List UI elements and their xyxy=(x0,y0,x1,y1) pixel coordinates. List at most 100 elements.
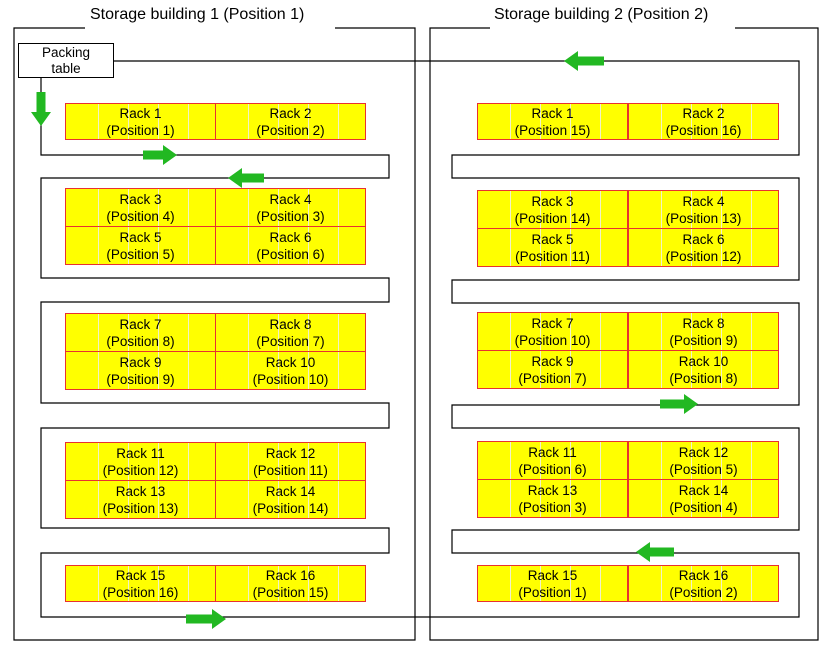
rack-b2-2: Rack 2(Position 16) xyxy=(628,103,779,140)
rack-stripe xyxy=(128,566,129,601)
rack-stripe xyxy=(600,351,601,388)
rack-stripe xyxy=(570,351,571,388)
rack-position: (Position 9) xyxy=(106,371,175,387)
rack-stripe xyxy=(158,481,159,518)
rack-stripe xyxy=(278,314,279,351)
rack-b1-3: Rack 3(Position 4) xyxy=(65,188,216,227)
rack-label: Rack 2 xyxy=(269,105,312,121)
rack-label: Rack 1 xyxy=(531,105,574,121)
rack-position: (Position 5) xyxy=(106,246,175,262)
rack-stripe xyxy=(98,481,99,518)
rack-position: (Position 8) xyxy=(106,333,175,349)
rack-stripe xyxy=(248,227,249,264)
rack-stripe xyxy=(188,227,189,264)
rack-position: (Position 11) xyxy=(253,462,328,478)
rack-label: Rack 5 xyxy=(119,229,162,245)
rack-position: (Position 5) xyxy=(669,461,738,477)
rack-position: (Position 13) xyxy=(102,500,179,516)
rack-stripe xyxy=(338,481,339,518)
building-1-title: Storage building 1 (Position 1) xyxy=(90,6,305,23)
rack-stripe xyxy=(600,566,601,601)
rack-position: (Position 13) xyxy=(665,210,742,226)
rack-stripe xyxy=(308,314,309,351)
rack-label: Rack 10 xyxy=(678,353,729,369)
rack-stripe xyxy=(691,442,692,479)
rack-stripe xyxy=(721,442,722,479)
rack-stripe xyxy=(540,104,541,139)
rack-stripe xyxy=(661,104,662,139)
building-2-wall xyxy=(429,27,819,641)
rack-stripe xyxy=(338,314,339,351)
rack-stripe xyxy=(248,481,249,518)
rack-stripe xyxy=(540,480,541,517)
rack-b1-10: Rack 10(Position 10) xyxy=(215,351,366,390)
rack-stripe xyxy=(158,443,159,480)
rack-position: (Position 4) xyxy=(669,499,738,515)
rack-b1-8: Rack 8(Position 7) xyxy=(215,313,366,352)
rack-position: (Position 16) xyxy=(665,122,742,138)
rack-stripe xyxy=(540,191,541,228)
rack-b1-5: Rack 5(Position 5) xyxy=(65,226,216,265)
rack-stripe xyxy=(278,443,279,480)
rack-b2-9: Rack 9(Position 7) xyxy=(477,350,628,389)
rack-position: (Position 8) xyxy=(669,370,738,386)
rack-stripe xyxy=(188,481,189,518)
rack-position: (Position 3) xyxy=(256,208,325,224)
building-1-wall xyxy=(13,27,416,641)
rack-stripe xyxy=(248,443,249,480)
rack-b2-1: Rack 1(Position 15) xyxy=(477,103,628,140)
rack-stripe xyxy=(721,229,722,266)
rack-label: Rack 1 xyxy=(119,105,162,121)
rack-stripe xyxy=(661,442,662,479)
rack-stripe xyxy=(308,443,309,480)
rack-stripe xyxy=(128,443,129,480)
rack-stripe xyxy=(188,314,189,351)
rack-label: Rack 8 xyxy=(682,315,725,331)
rack-label: Rack 16 xyxy=(265,567,316,583)
rack-stripe xyxy=(158,104,159,139)
rack-stripe xyxy=(691,104,692,139)
rack-label: Rack 7 xyxy=(119,316,162,332)
rack-label: Rack 6 xyxy=(269,229,312,245)
rack-stripe xyxy=(661,351,662,388)
rack-stripe xyxy=(751,104,752,139)
rack-stripe xyxy=(721,313,722,350)
rack-stripe xyxy=(510,351,511,388)
rack-position: (Position 1) xyxy=(518,584,587,600)
rack-b1-6: Rack 6(Position 6) xyxy=(215,226,366,265)
rack-position: (Position 6) xyxy=(518,461,587,477)
rack-position: (Position 7) xyxy=(256,333,325,349)
rack-stripe xyxy=(540,313,541,350)
rack-stripe xyxy=(600,104,601,139)
rack-position: (Position 10) xyxy=(252,371,329,387)
rack-stripe xyxy=(188,352,189,389)
rack-stripe xyxy=(751,442,752,479)
rack-stripe xyxy=(570,442,571,479)
rack-position: (Position 4) xyxy=(106,208,175,224)
rack-stripe xyxy=(661,566,662,601)
rack-label: Rack 9 xyxy=(531,353,574,369)
rack-stripe xyxy=(128,481,129,518)
rack-label: Rack 8 xyxy=(269,316,312,332)
rack-stripe xyxy=(338,352,339,389)
rack-stripe xyxy=(158,189,159,226)
rack-b2-10: Rack 10(Position 8) xyxy=(628,350,779,389)
rack-position: (Position 9) xyxy=(669,332,738,348)
rack-stripe xyxy=(751,191,752,228)
rack-stripe xyxy=(661,191,662,228)
rack-label: Rack 13 xyxy=(527,482,578,498)
rack-label: Rack 4 xyxy=(682,193,725,209)
rack-stripe xyxy=(188,189,189,226)
rack-stripe xyxy=(721,566,722,601)
rack-stripe xyxy=(98,566,99,601)
rack-b2-3: Rack 3(Position 14) xyxy=(477,190,628,229)
rack-b1-7: Rack 7(Position 8) xyxy=(65,313,216,352)
rack-stripe xyxy=(158,314,159,351)
rack-b1-2: Rack 2(Position 2) xyxy=(215,103,366,140)
rack-stripe xyxy=(570,104,571,139)
rack-label: Rack 3 xyxy=(531,193,574,209)
rack-stripe xyxy=(308,227,309,264)
rack-b2-14: Rack 14(Position 4) xyxy=(628,479,779,518)
rack-label: Rack 15 xyxy=(527,567,578,583)
